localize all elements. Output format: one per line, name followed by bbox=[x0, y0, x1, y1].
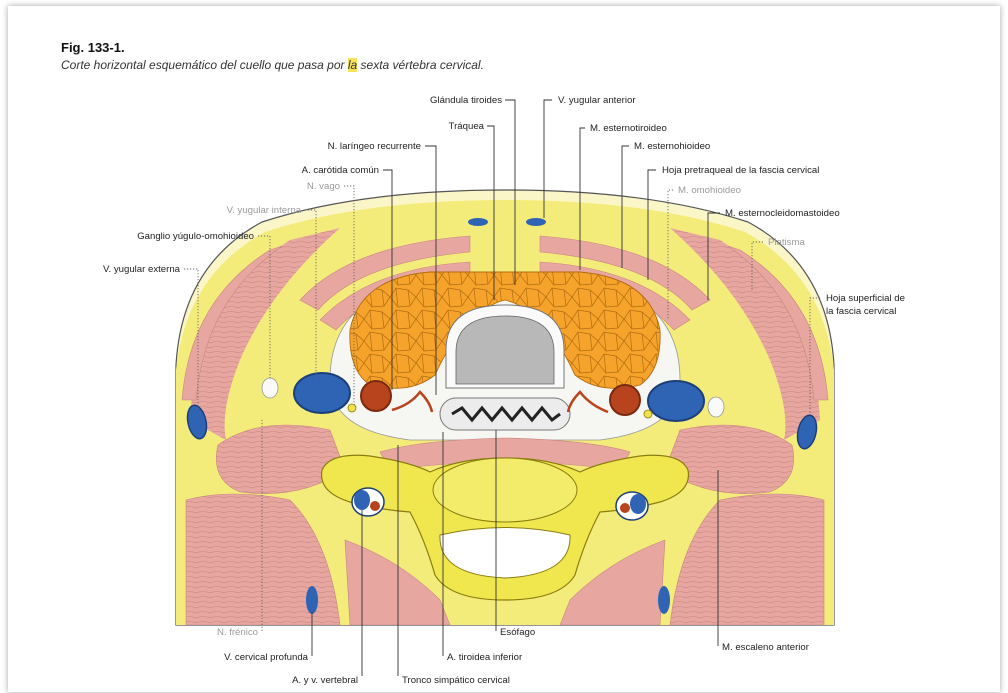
common-carotid-left bbox=[361, 381, 391, 411]
label-hoja-superficial: Hoja superficial de bbox=[826, 293, 905, 304]
label-yugular-externa: V. yugular externa bbox=[103, 264, 181, 275]
vertebral-vein-right bbox=[630, 494, 646, 514]
label-esternotiroideo: M. esternotiroideo bbox=[590, 123, 667, 134]
vagus-right bbox=[644, 410, 652, 418]
label-escaleno-anterior: M. escaleno anterior bbox=[722, 642, 810, 653]
vertebral-artery-right bbox=[620, 503, 630, 513]
label-traquea: Tráquea bbox=[449, 121, 485, 132]
anterior-jugular-right bbox=[526, 218, 546, 226]
label-vertebral: A. y v. vertebral bbox=[292, 675, 358, 686]
internal-jugular-left bbox=[294, 373, 350, 413]
label-nervio-vago: N. vago bbox=[307, 181, 340, 192]
label-cervical-profunda: V. cervical profunda bbox=[224, 652, 309, 663]
lymph-node-right bbox=[708, 397, 724, 417]
label-tiroidea-inferior: A. tiroidea inferior bbox=[447, 652, 523, 663]
label-esternohioideo: M. esternohioideo bbox=[634, 141, 710, 152]
vertebral-artery-left bbox=[370, 501, 380, 511]
trachea-lumen bbox=[456, 316, 554, 384]
label-platisma: Platisma bbox=[768, 237, 805, 248]
label-frenico: N. frénico bbox=[217, 627, 258, 638]
label-glandula-tiroides: Glándula tiroides bbox=[430, 95, 502, 106]
lymph-node-left bbox=[262, 378, 278, 398]
label-ganglio-yugulo-omohioideo: Ganglio yúgulo-omohioideo bbox=[137, 231, 254, 242]
vagus-left bbox=[348, 404, 356, 412]
label-yugular-interna: V. yugular interna bbox=[227, 205, 302, 216]
vertebral-body bbox=[433, 458, 577, 522]
label-yugular-anterior: V. yugular anterior bbox=[558, 95, 636, 106]
internal-jugular-right bbox=[648, 381, 704, 421]
deep-cervical-vein-left bbox=[306, 586, 318, 614]
label-hoja-superficial-2: la fascia cervical bbox=[826, 306, 896, 317]
label-tronco-simpatico: Tronco simpático cervical bbox=[402, 675, 510, 686]
esophagus bbox=[440, 398, 570, 430]
common-carotid-right bbox=[610, 385, 640, 415]
anterior-jugular-left bbox=[468, 218, 488, 226]
label-omohioideo: M. omohioideo bbox=[678, 185, 741, 196]
vertebral-vein-left bbox=[354, 490, 370, 510]
label-esofago: Esófago bbox=[500, 627, 535, 638]
label-carotida-comun: A. carótida común bbox=[302, 165, 379, 176]
label-laringeo-recurrente: N. laríngeo recurrente bbox=[328, 141, 421, 152]
label-esternocleidomastoideo: M. esternocleidomastoideo bbox=[725, 208, 840, 219]
deep-cervical-vein-right bbox=[658, 586, 670, 614]
label-hoja-pretraqueal: Hoja pretraqueal de la fascia cervical bbox=[662, 165, 819, 176]
